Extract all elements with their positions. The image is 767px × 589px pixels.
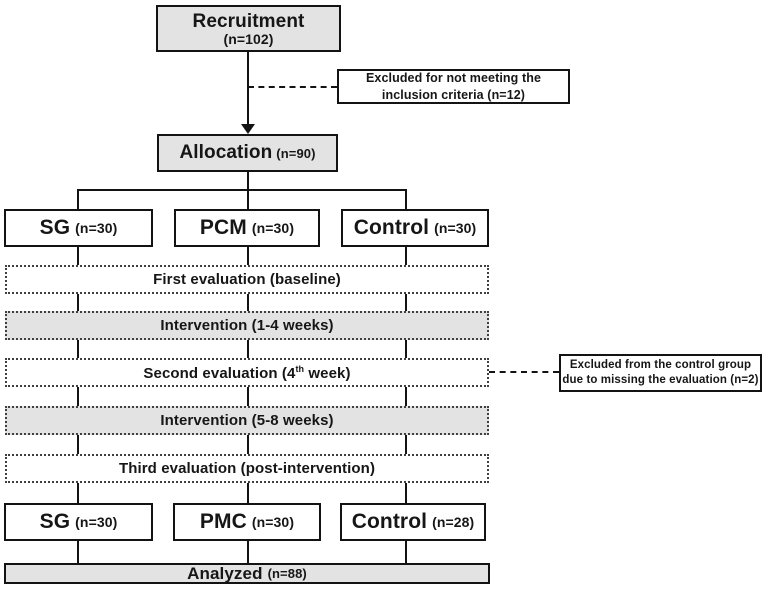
second-evaluation-box: Second evaluation (4th week)	[5, 358, 489, 387]
group-sg-initial-label: SG	[39, 216, 71, 239]
dashed-connector-excluded-control	[489, 371, 559, 373]
connector-col-left	[77, 340, 79, 358]
connector-col-right	[405, 247, 407, 265]
group-sg-final-n: (n=30)	[75, 514, 118, 530]
arrowhead-allocation	[241, 124, 255, 134]
group-pcm-initial-box: PCM (n=30)	[174, 209, 320, 247]
recruitment-label: Recruitment	[192, 10, 305, 32]
connector-recruitment-allocation	[247, 52, 249, 126]
group-control-initial-n: (n=30)	[434, 220, 477, 236]
connector-col-right	[405, 435, 407, 454]
group-control-final-n: (n=28)	[432, 514, 475, 530]
connector-col-right	[405, 294, 407, 311]
allocation-n: (n=90)	[276, 145, 316, 161]
group-pcm-initial-label: PCM	[199, 216, 247, 239]
connector-col-right	[405, 387, 407, 406]
connector-col-left	[77, 435, 79, 454]
intervention-1-4-box: Intervention (1-4 weeks)	[5, 311, 489, 340]
connector-col-mid	[247, 294, 249, 311]
group-control-initial-box: Control (n=30)	[341, 209, 489, 247]
connector-col-right	[405, 541, 407, 563]
analyzed-box: Analyzed (n=88)	[4, 563, 490, 584]
connector-col-left	[77, 541, 79, 563]
analyzed-n: (n=88)	[267, 566, 307, 581]
group-pmc-final-label: PMC	[199, 510, 247, 533]
group-sg-final-label: SG	[39, 510, 71, 533]
recruitment-box: Recruitment (n=102)	[156, 5, 341, 52]
analyzed-label: Analyzed	[187, 563, 263, 583]
excluded-inclusion-box: Excluded for not meeting the inclusion c…	[337, 69, 570, 104]
excluded-control-line1: Excluded from the control group	[569, 359, 752, 372]
connector-col-right	[405, 483, 407, 503]
group-pcm-initial-n: (n=30)	[251, 220, 295, 236]
intervention-5-8-box: Intervention (5-8 weeks)	[5, 406, 489, 435]
intervention-1-4-label: Intervention (1-4 weeks)	[160, 317, 334, 334]
first-evaluation-label: First evaluation (baseline)	[153, 271, 341, 288]
connector-col-mid	[247, 387, 249, 406]
group-sg-initial-n: (n=30)	[75, 220, 118, 236]
group-sg-initial-box: SG (n=30)	[4, 209, 153, 247]
third-evaluation-box: Third evaluation (post-intervention)	[5, 454, 489, 483]
intervention-5-8-label: Intervention (5-8 weeks)	[160, 412, 334, 429]
third-evaluation-label: Third evaluation (post-intervention)	[118, 460, 376, 477]
branch-line	[77, 189, 407, 191]
group-control-final-box: Control (n=28)	[340, 503, 486, 541]
excluded-control-line2: due to missing the evaluation (n=2)	[562, 374, 759, 386]
excluded-inclusion-line2: inclusion criteria (n=12)	[381, 87, 526, 102]
connector-col-right	[405, 340, 407, 358]
excluded-control-box: Excluded from the control group due to m…	[559, 354, 762, 392]
allocation-box: Allocation (n=90)	[157, 134, 338, 172]
connector-col-left	[77, 387, 79, 406]
connector-col-mid	[247, 247, 249, 265]
allocation-label: Allocation	[179, 142, 273, 164]
second-evaluation-label: Second evaluation (4th week)	[143, 363, 351, 382]
connector-col-mid	[247, 483, 249, 503]
connector-col-mid	[247, 435, 249, 454]
connector-col-left	[77, 483, 79, 503]
connector-col-left	[77, 294, 79, 311]
group-control-final-label: Control	[351, 510, 428, 533]
connector-col-left	[77, 247, 79, 265]
first-evaluation-box: First evaluation (baseline)	[5, 265, 489, 294]
dashed-connector-excluded-inclusion	[248, 86, 337, 88]
branch-drop-right	[405, 189, 407, 209]
recruitment-n: (n=102)	[223, 31, 274, 48]
excluded-inclusion-line1: Excluded for not meeting the	[365, 71, 542, 86]
connector-col-mid	[247, 541, 249, 563]
connector-col-mid	[247, 340, 249, 358]
group-pmc-final-n: (n=30)	[251, 514, 295, 530]
group-sg-final-box: SG (n=30)	[4, 503, 153, 541]
branch-drop-left	[77, 189, 79, 209]
group-control-initial-label: Control	[353, 216, 430, 239]
group-pmc-final-box: PMC (n=30)	[173, 503, 321, 541]
